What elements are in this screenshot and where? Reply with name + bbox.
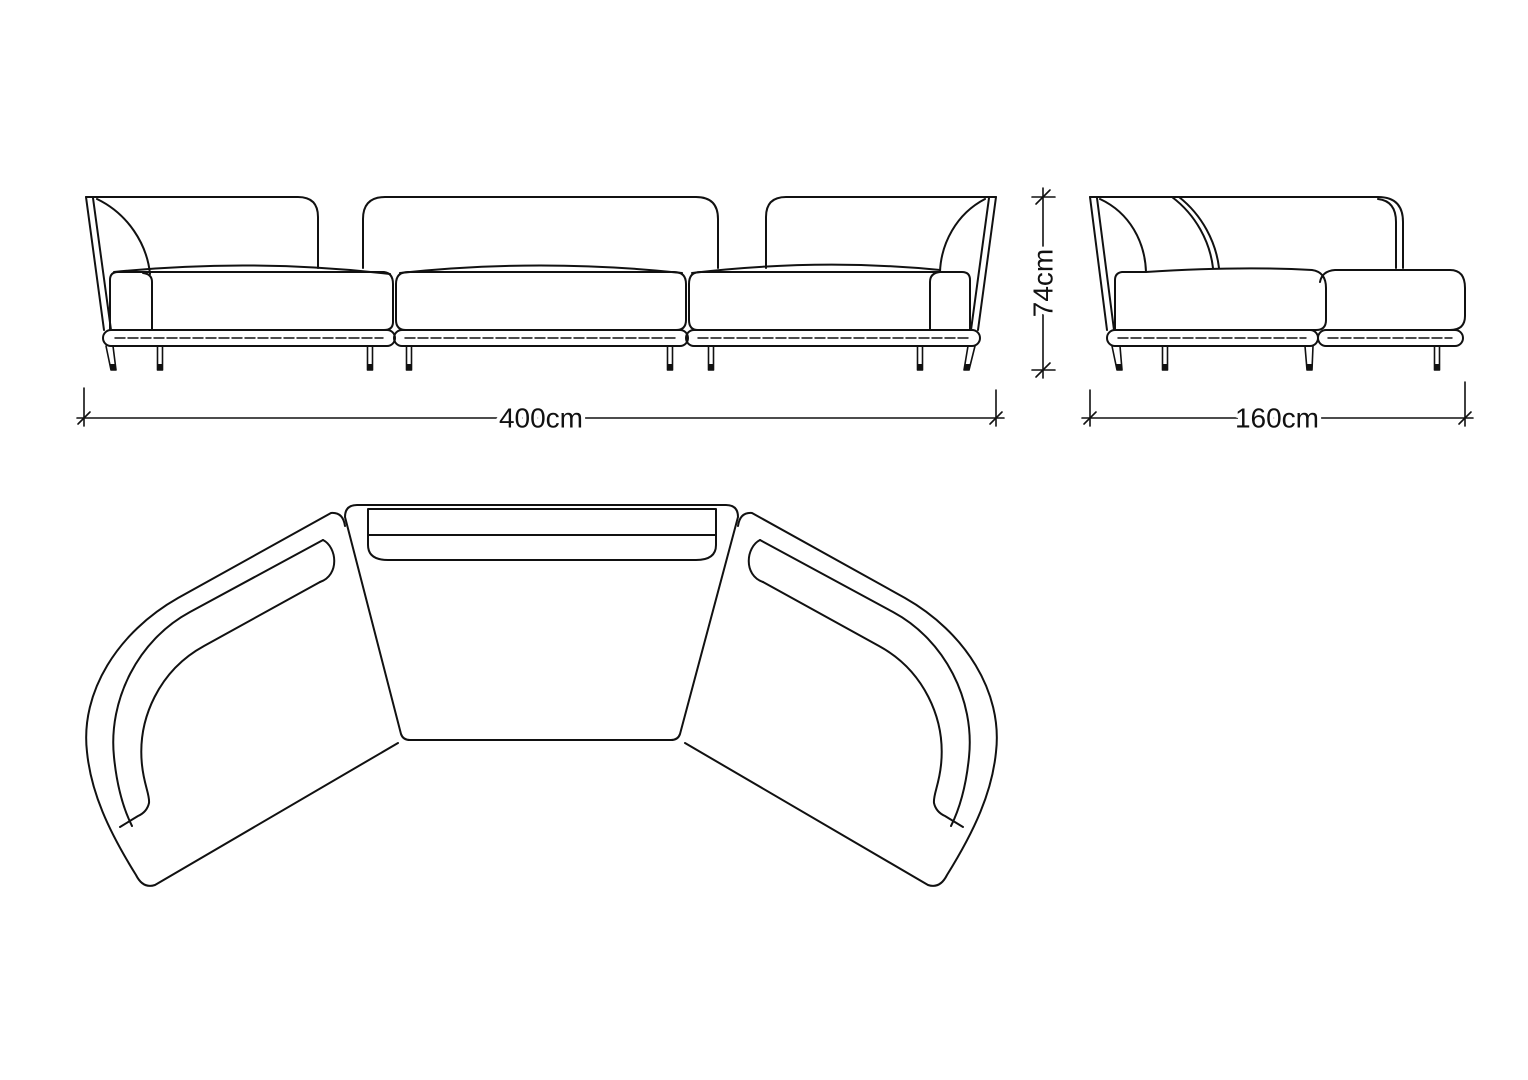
front-left-wing <box>96 198 151 275</box>
plan-left-outline <box>85 511 399 887</box>
front-left-seat-cushion <box>109 271 394 331</box>
width-dimension-slash-right <box>989 411 1003 425</box>
front-right-module <box>685 196 997 371</box>
front-leg-foot <box>367 364 373 370</box>
height-dimension-slash-top <box>1035 189 1051 205</box>
plan-left-cushion-end <box>319 539 336 583</box>
front-leg-foot <box>406 364 412 370</box>
height-dimension-slash-bottom <box>1035 362 1051 378</box>
side-view: 160cm <box>1081 196 1474 438</box>
front-right-side-frame <box>970 196 997 331</box>
side-leg-foot <box>1434 364 1440 370</box>
depth-dimension: 160cm <box>1081 381 1474 438</box>
plan-left-module <box>85 511 399 887</box>
side-backrest <box>1089 196 1404 269</box>
width-dimension-label: 400cm <box>499 403 583 434</box>
depth-dimension-slash-right <box>1458 411 1472 425</box>
plan-left-back-inner <box>112 539 324 827</box>
side-chaise-cushion <box>1319 269 1466 331</box>
front-right-base-rail <box>685 329 981 347</box>
front-view: 400cm 74cm <box>76 187 1063 438</box>
front-middle-module <box>362 196 719 371</box>
front-leg-foot <box>667 364 673 370</box>
width-dimension: 400cm <box>76 387 1005 438</box>
front-right-seat-cushion <box>688 271 971 331</box>
plan-right-back-cushion <box>762 581 964 828</box>
front-middle-seat-cushion <box>395 271 687 331</box>
height-dimension-label: 74cm <box>1028 249 1059 317</box>
front-leg-foot <box>708 364 714 370</box>
front-left-arm-cushion <box>142 272 153 331</box>
side-seat-cushion <box>1114 267 1327 331</box>
front-right-backrest <box>765 196 997 269</box>
width-dimension-slash-left <box>77 411 91 425</box>
plan-right-module <box>684 511 998 887</box>
plan-center-back-cushion <box>367 534 717 561</box>
front-leg-foot <box>964 364 970 370</box>
front-left-seat-top <box>113 264 391 275</box>
front-left-side-frame <box>85 196 112 331</box>
depth-dimension-slash-left <box>1083 411 1097 425</box>
plan-center-module <box>344 504 739 741</box>
plan-right-back-inner <box>759 539 971 827</box>
plan-center-seat <box>344 504 739 741</box>
depth-dimension-label: 160cm <box>1235 403 1319 434</box>
plan-center-backrest <box>367 508 717 536</box>
front-middle-base-rail <box>393 329 689 347</box>
plan-view <box>85 504 998 887</box>
side-back-cushion-edge <box>1171 196 1220 269</box>
front-right-seat-top <box>691 263 941 274</box>
front-right-wing <box>939 198 986 273</box>
front-leg-foot <box>917 364 923 370</box>
plan-right-cushion-end <box>747 539 764 583</box>
front-middle-backrest <box>362 196 719 269</box>
side-frame <box>1089 196 1115 331</box>
side-leg-foot <box>1162 364 1168 370</box>
front-middle-seat-top <box>399 264 683 274</box>
plan-left-back-cushion <box>119 581 321 828</box>
side-wing <box>1099 198 1147 273</box>
side-leg-foot <box>1116 364 1122 370</box>
side-backrest-inner <box>1377 198 1397 269</box>
side-leg-foot <box>1306 364 1313 370</box>
front-leg-foot <box>157 364 163 370</box>
side-chaise-base-rail <box>1317 329 1464 347</box>
front-left-backrest <box>85 196 319 269</box>
plan-right-outline <box>684 511 998 887</box>
front-right-arm-cushion <box>929 271 941 331</box>
front-left-module <box>85 196 396 371</box>
front-leg-foot <box>110 364 116 370</box>
height-dimension: 74cm <box>1024 187 1063 379</box>
